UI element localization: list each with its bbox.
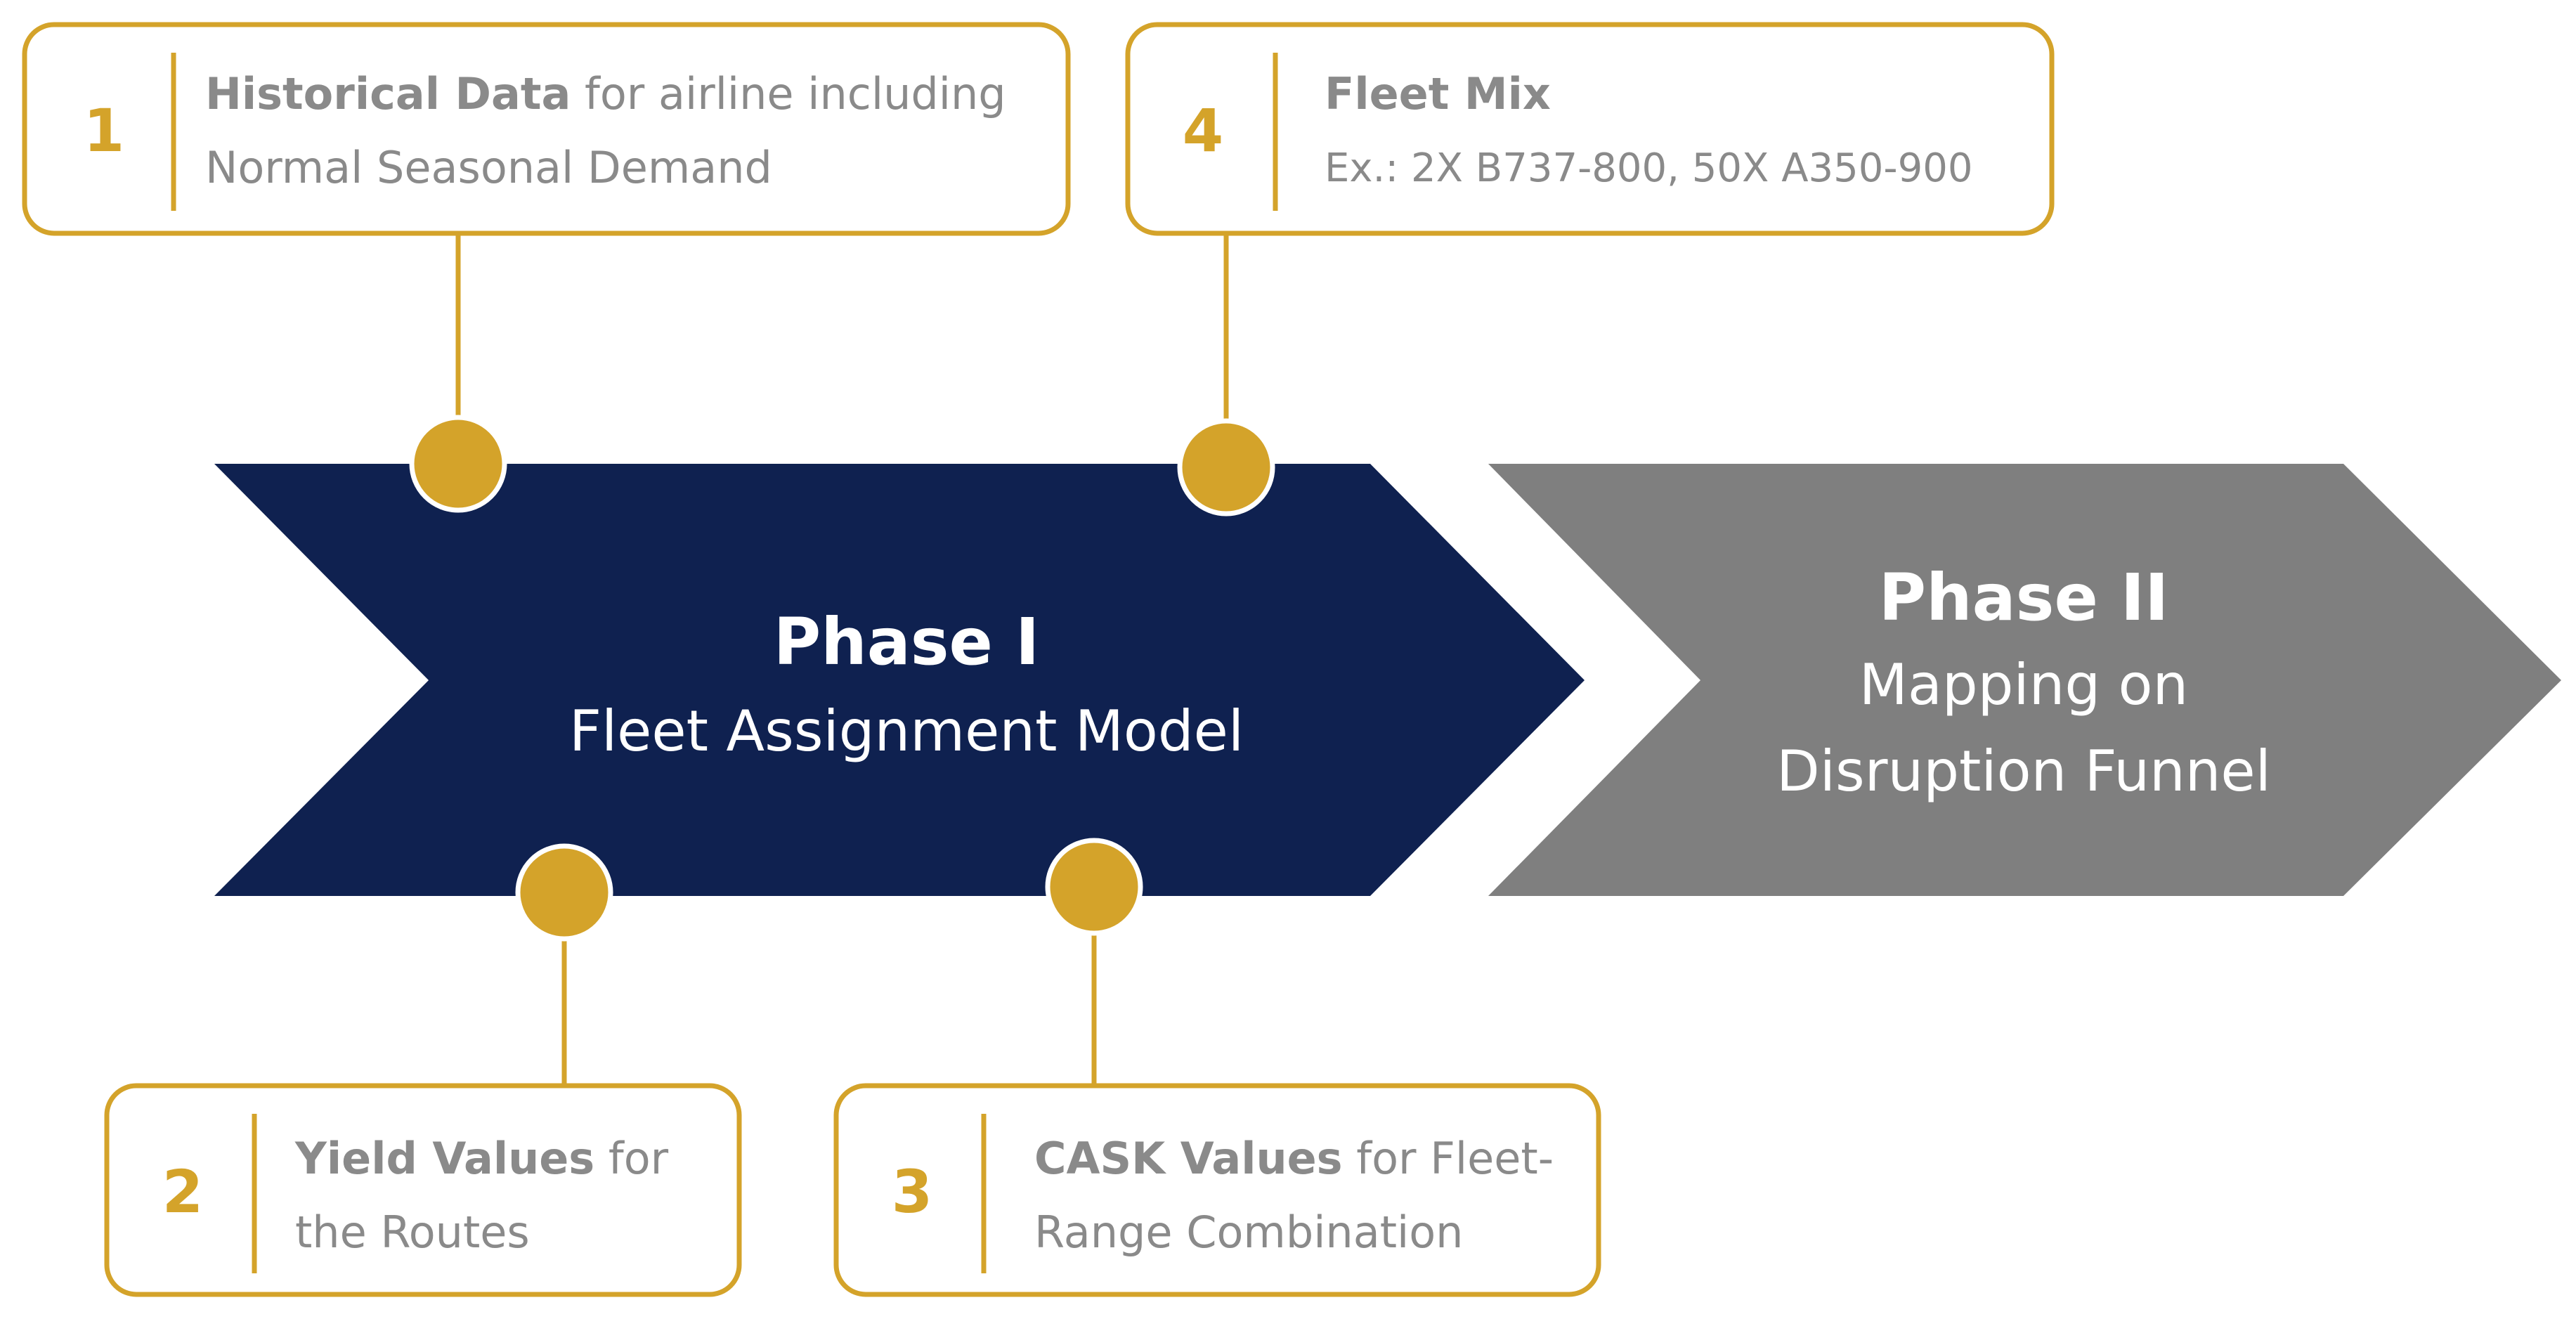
input-number-2: 2 xyxy=(162,1157,203,1226)
input-label-4: Fleet Mix xyxy=(1325,68,1551,119)
phase-1-title: Phase I xyxy=(774,604,1039,680)
phase-2-title: Phase II xyxy=(1879,560,2169,635)
input-box-4: 4 Fleet Mix Ex.: 2X B737-800, 50X A350-9… xyxy=(1125,22,2055,236)
input-label-1-line2: Normal Seasonal Demand xyxy=(205,142,772,193)
input-label-2-rest: for xyxy=(594,1133,668,1184)
connector-dot-1 xyxy=(409,415,507,513)
input-box-1: 1 Historical Data for airline including … xyxy=(22,22,1071,236)
input-label-4-line2: Ex.: 2X B737-800, 50X A350-900 xyxy=(1325,145,1973,191)
connector-dot-2 xyxy=(515,843,613,942)
input-box-3: 3 CASK Values for Fleet- Range Combinati… xyxy=(833,1083,1601,1297)
input-label-1-bold: Historical Data xyxy=(205,68,571,119)
phase-1-arrow xyxy=(214,464,1585,896)
input-box-2: 2 Yield Values for the Routes xyxy=(104,1083,742,1297)
input-label-2-line2: the Routes xyxy=(295,1207,530,1258)
phase-2-arrow xyxy=(1488,464,2561,896)
input-number-1: 1 xyxy=(84,96,124,165)
phase-1-subtitle: Fleet Assignment Model xyxy=(569,699,1244,764)
input-label-3-rest: for Fleet- xyxy=(1343,1133,1554,1184)
input-label-3-line2: Range Combination xyxy=(1034,1207,1463,1258)
input-label-3-bold: CASK Values xyxy=(1034,1133,1343,1184)
input-label-3: CASK Values for Fleet- xyxy=(1034,1133,1554,1184)
input-label-2-bold: Yield Values xyxy=(294,1133,594,1184)
input-label-1-rest: for airline including xyxy=(571,68,1006,119)
connector-dot-3 xyxy=(1045,838,1143,936)
phase-2-subtitle-line-2: Disruption Funnel xyxy=(1776,739,2271,804)
input-number-3: 3 xyxy=(892,1157,932,1226)
phase-2-subtitle-line-1: Mapping on xyxy=(1859,652,2188,717)
input-number-4: 4 xyxy=(1183,96,1223,165)
input-label-1: Historical Data for airline including xyxy=(205,68,1006,119)
input-label-2: Yield Values for xyxy=(294,1133,669,1184)
connector-dot-4 xyxy=(1177,418,1275,516)
